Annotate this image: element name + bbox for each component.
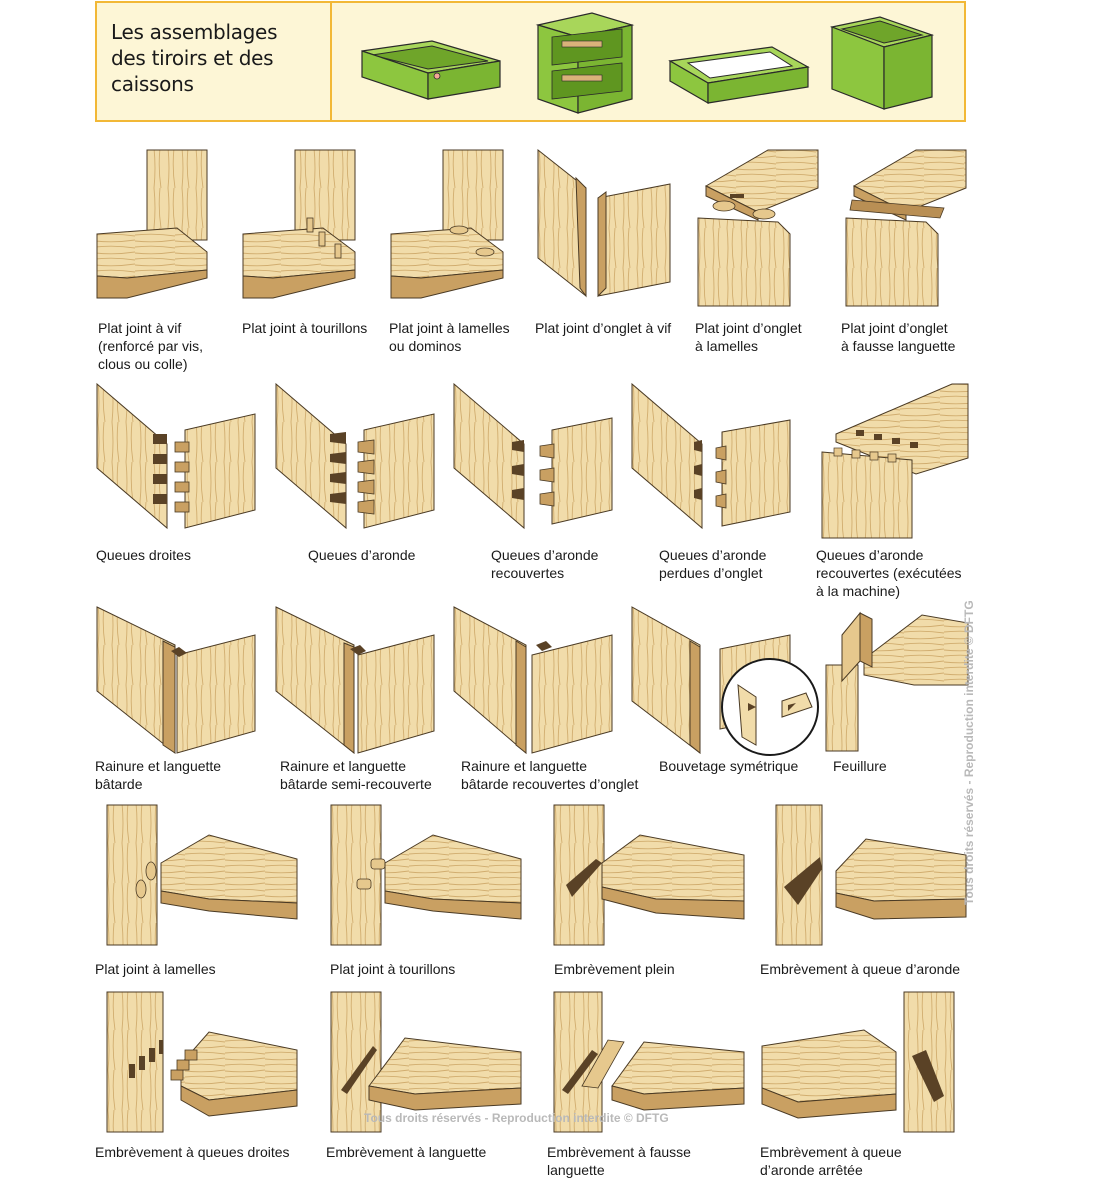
symmetric-tongue-groove-icon — [631, 606, 819, 756]
caption-butt-joint: Plat joint à vif (renforcé par vis, clou… — [98, 320, 204, 372]
caption-housing-box-joint: Embrèvement à queues droites — [95, 1144, 290, 1160]
caption-half-blind-dovetail: Queues d’aronde recouvertes — [491, 547, 599, 581]
caption-symmetric-tongue-groove: Bouvetage symétrique — [659, 758, 799, 774]
caption-shelf-biscuit: Plat joint à lamelles — [95, 961, 216, 977]
miter-spline-joint-icon — [845, 149, 967, 307]
housing-spline-icon — [553, 991, 745, 1133]
half-covered-tongue-groove-icon — [275, 606, 435, 755]
dovetail-housing-icon — [775, 804, 967, 946]
box-joint-icon — [96, 382, 256, 530]
caption-dowel-joint: Plat joint à tourillons — [242, 320, 368, 336]
housing-tongue-icon — [330, 991, 522, 1133]
rabbet-joint-icon — [825, 611, 969, 752]
caption-dovetail-joint: Queues d’aronde — [308, 547, 416, 563]
frame-icon — [668, 46, 810, 105]
caption-biscuit-joint: Plat joint à lamelles ou dominos — [389, 320, 510, 354]
vertical-watermark: Tous droits réservés - Reproduction inte… — [962, 600, 976, 905]
caption-miter-joint: Plat joint d’onglet à vif — [535, 320, 672, 336]
caption-stopped-dovetail-housing: Embrèvement à queue d’aronde arrêtée — [760, 1144, 902, 1178]
caption-machine-dovetail: Queues d’aronde recouvertes (exécutées à… — [816, 547, 962, 599]
caption-miter-spline-joint: Plat joint d’onglet à fausse languette — [841, 320, 956, 354]
header-illustrations — [361, 12, 935, 114]
biscuit-joint-icon — [390, 149, 504, 299]
box-icon — [829, 16, 935, 110]
caption-shelf-dowel: Plat joint à tourillons — [330, 961, 456, 977]
header-panel: Les assemblages des tiroirs et des caiss… — [95, 1, 966, 122]
miter-joint-icon — [537, 148, 671, 298]
drawer-icon — [361, 40, 501, 100]
caption-mitered-tongue-groove: Rainure et languette bâtarde recouvertes… — [461, 758, 639, 792]
caption-rabbet-joint: Feuillure — [833, 758, 887, 774]
header-divider — [330, 3, 332, 120]
caption-tongue-groove: Rainure et languette bâtarde — [95, 758, 222, 792]
page-title: Les assemblages des tiroirs et des caiss… — [111, 20, 278, 96]
stopped-dovetail-housing-icon — [761, 991, 955, 1133]
secret-miter-dovetail-icon — [631, 382, 791, 530]
caption-housing-tongue: Embrèvement à languette — [326, 1144, 487, 1160]
housing-joint-icon — [553, 804, 745, 946]
dowel-joint-icon — [242, 149, 356, 299]
caption-half-covered-tongue-groove: Rainure et languette bâtarde semi-recouv… — [280, 758, 432, 792]
butt-joint-icon — [96, 149, 208, 299]
caption-dovetail-housing: Embrèvement à queue d’aronde — [760, 961, 961, 977]
shelf-biscuit-icon — [106, 804, 298, 946]
housing-box-joint-icon — [106, 991, 298, 1133]
caption-secret-miter-dovetail: Queues d’aronde perdues d’onglet — [659, 547, 767, 581]
caption-housing-spline: Embrèvement à fausse languette — [547, 1144, 691, 1178]
machine-dovetail-icon — [821, 383, 969, 539]
mitered-tongue-groove-icon — [453, 606, 613, 755]
caption-miter-biscuit-joint: Plat joint d’onglet à lamelles — [695, 320, 802, 354]
shelf-dowel-icon — [330, 804, 522, 946]
tongue-groove-icon — [96, 606, 256, 755]
miter-biscuit-joint-icon — [697, 149, 819, 307]
open-cabinet-icon — [535, 12, 635, 114]
horizontal-watermark: Tous droits réservés - Reproduction inte… — [364, 1111, 669, 1125]
half-blind-dovetail-icon — [453, 382, 613, 530]
caption-housing-joint: Embrèvement plein — [554, 961, 675, 977]
caption-box-joint: Queues droites — [96, 547, 191, 563]
dovetail-joint-icon — [275, 382, 435, 530]
